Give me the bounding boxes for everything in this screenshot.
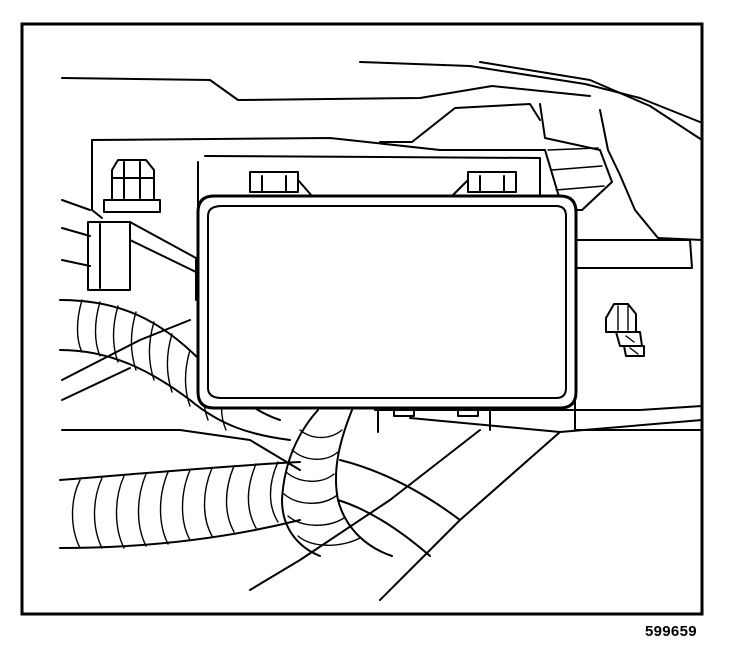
wiring-harness [59, 299, 461, 557]
background-structure [61, 61, 703, 601]
mounting-bolt-right [605, 303, 645, 357]
mounting-bolt-left [103, 159, 161, 213]
left-bracket [61, 199, 197, 301]
sensing-module [196, 171, 578, 433]
figure-number: 599659 [645, 623, 697, 640]
